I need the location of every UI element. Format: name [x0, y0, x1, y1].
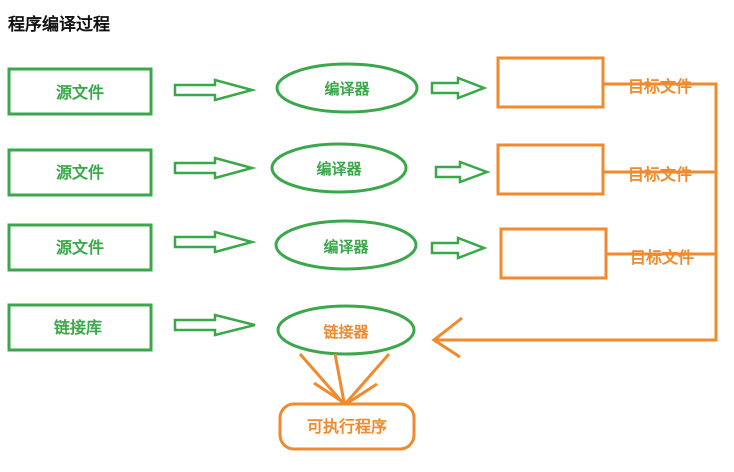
arrow-source-to-compiler-3 [173, 230, 257, 254]
target-file-box-3 [499, 227, 608, 280]
source-file-label-1: 源文件 [56, 83, 104, 102]
executable-label: 可执行程序 [307, 417, 387, 436]
compiler-ellipse-3 [274, 219, 418, 271]
target-file-label-3: 目标文件 [630, 248, 694, 267]
arrow-compiler-to-target-2 [434, 160, 491, 184]
target-file-label-1: 目标文件 [628, 77, 692, 96]
source-file-box-1 [7, 67, 153, 116]
target-file-label-2: 目标文件 [628, 165, 692, 184]
linker-to-output-line-3 [344, 353, 391, 404]
diagram-title: 程序编译过程 [8, 14, 110, 35]
collector-arrowhead [431, 316, 463, 359]
compiler-label-1: 编译器 [324, 80, 370, 98]
arrow-source-to-compiler-1 [173, 78, 257, 102]
compiler-label-2: 编译器 [316, 160, 362, 178]
target-file-box-2 [496, 143, 605, 196]
linker-to-output-line-5 [345, 382, 378, 406]
arrow-source-to-compiler-2 [173, 156, 257, 180]
executable-box [278, 402, 416, 451]
source-file-label-2: 源文件 [56, 163, 104, 182]
library-box [7, 303, 153, 352]
arrow-library-to-linker [173, 313, 256, 337]
arrow-compiler-to-target-3 [430, 236, 488, 260]
arrow-compiler-to-target-1 [430, 76, 488, 100]
linker-to-output-line-1 [298, 353, 345, 404]
linker-to-output-line-2 [333, 353, 346, 403]
linker-ellipse [276, 304, 416, 356]
compiler-ellipse-1 [275, 62, 419, 114]
compiler-ellipse-2 [270, 142, 408, 194]
source-file-box-3 [7, 223, 153, 272]
target-file-box-1 [496, 56, 605, 109]
source-file-box-2 [7, 148, 153, 197]
library-label: 链接库 [54, 318, 102, 337]
linker-label: 链接器 [323, 323, 369, 341]
source-file-label-3: 源文件 [56, 238, 104, 257]
linker-to-output-line-4 [313, 381, 347, 406]
collector-line [435, 82, 718, 342]
compiler-label-3: 编译器 [323, 238, 369, 256]
